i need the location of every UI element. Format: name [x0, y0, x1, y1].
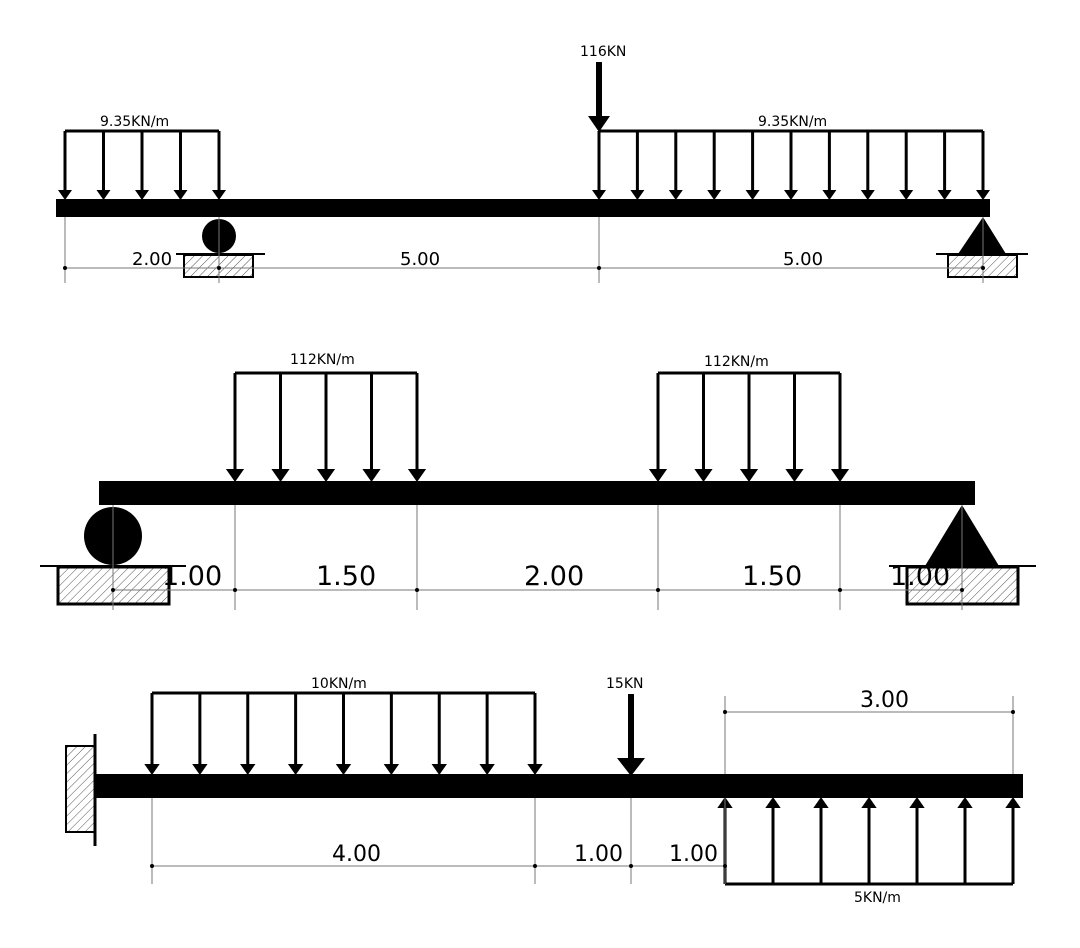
- load-arrowhead: [899, 190, 914, 200]
- load-arrowhead: [785, 469, 804, 482]
- load-arrowhead: [407, 469, 427, 482]
- beam-1-point-load: [588, 62, 610, 132]
- load-arrowhead: [861, 797, 877, 808]
- beam-3-dim-1: 4.00: [332, 842, 381, 867]
- load-arrowhead: [765, 797, 781, 808]
- beam-2: [99, 481, 975, 505]
- beam-1-dim-1: 2.00: [132, 249, 172, 270]
- load-arrowhead: [630, 190, 645, 200]
- load-arrowhead: [694, 469, 713, 482]
- load-arrowhead: [745, 190, 760, 200]
- load-arrowhead: [225, 469, 245, 482]
- beam-3-upward-udl: [717, 797, 1021, 886]
- load-arrowhead: [707, 190, 722, 200]
- beam-1-right-load-label: 9.35KN/m: [758, 114, 827, 130]
- beam-2-left-udl: [225, 371, 427, 482]
- load-arrowhead: [144, 764, 160, 775]
- load-arrowhead: [316, 469, 336, 482]
- load-arrowhead: [784, 190, 798, 200]
- load-arrowhead: [212, 190, 226, 200]
- beam-3-top-dim: 3.00: [860, 688, 909, 713]
- beam-3: [95, 774, 1023, 798]
- load-arrowhead: [957, 797, 973, 808]
- beam-2-left-load-label: 112KN/m: [290, 352, 355, 368]
- beam-1-group: 9.35KN/m 116KN 9.35KN/m: [56, 44, 1028, 283]
- load-arrowhead: [1005, 797, 1021, 808]
- load-arrowhead: [362, 469, 381, 482]
- load-arrowhead: [976, 190, 990, 200]
- beam-2-right-load-label: 112KN/m: [704, 354, 769, 370]
- load-arrowhead: [739, 469, 759, 482]
- beam-1: [56, 199, 990, 217]
- beam-1-right-udl: [592, 129, 990, 200]
- load-arrowhead: [479, 764, 495, 775]
- beam-2-right-udl: [648, 371, 850, 482]
- beam-1-dim-2: 5.00: [400, 249, 440, 270]
- load-arrowhead: [135, 190, 149, 200]
- beam-3-udl: [144, 691, 543, 775]
- load-arrowhead: [830, 469, 850, 482]
- beam-2-group: 112KN/m 112KN/m: [40, 352, 1036, 610]
- beam-1-point-load-label: 116KN: [580, 44, 626, 60]
- beam-1-dim-3: 5.00: [783, 249, 823, 270]
- beam-2-dim-4: 1.50: [742, 561, 802, 592]
- load-arrowhead: [813, 797, 829, 808]
- load-arrowhead: [822, 190, 837, 200]
- beam-3-point-load: [617, 694, 645, 776]
- beam-3-dim-2: 1.00: [574, 842, 623, 867]
- load-arrowhead: [287, 764, 304, 775]
- beam-3-top-dimension: [723, 696, 1015, 774]
- beam-1-left-load-label: 9.35KN/m: [100, 114, 169, 130]
- beam-1-left-udl: [58, 129, 226, 200]
- load-arrowhead: [96, 190, 111, 200]
- load-arrowhead: [58, 190, 72, 200]
- beam-1-dimensions: [63, 217, 985, 283]
- load-arrowhead: [909, 797, 925, 808]
- load-arrowhead: [335, 764, 352, 775]
- beam-3-udl-label: 10KN/m: [311, 676, 367, 692]
- beam-3-fixed-support: [65, 734, 97, 846]
- load-arrowhead: [383, 764, 400, 775]
- load-arrowhead: [192, 764, 208, 775]
- beam-2-dim-5: 1.00: [890, 561, 950, 592]
- beam-3-point-load-label: 15KN: [606, 676, 643, 692]
- beam-2-dim-3: 2.00: [524, 561, 584, 592]
- beam-3-group: 10KN/m 15KN 5KN/m 3.00: [65, 676, 1023, 906]
- beam-3-dim-3: 1.00: [669, 842, 718, 867]
- load-arrowhead: [431, 764, 447, 775]
- beam-2-dim-1: 1.00: [162, 561, 222, 592]
- load-arrowhead: [527, 764, 543, 775]
- beam-3-dimensions: [150, 798, 727, 884]
- load-arrowhead: [271, 469, 290, 482]
- load-arrowhead: [592, 190, 606, 200]
- load-arrowhead: [860, 190, 875, 200]
- beam-2-dim-2: 1.50: [316, 561, 376, 592]
- load-arrowhead: [240, 764, 256, 775]
- beam-2-dimensions: [111, 505, 964, 610]
- load-arrowhead: [648, 469, 668, 482]
- beam-3-upward-load-label: 5KN/m: [854, 890, 901, 906]
- load-arrowhead: [937, 190, 952, 200]
- load-arrowhead: [668, 190, 683, 200]
- load-arrowhead: [173, 190, 188, 200]
